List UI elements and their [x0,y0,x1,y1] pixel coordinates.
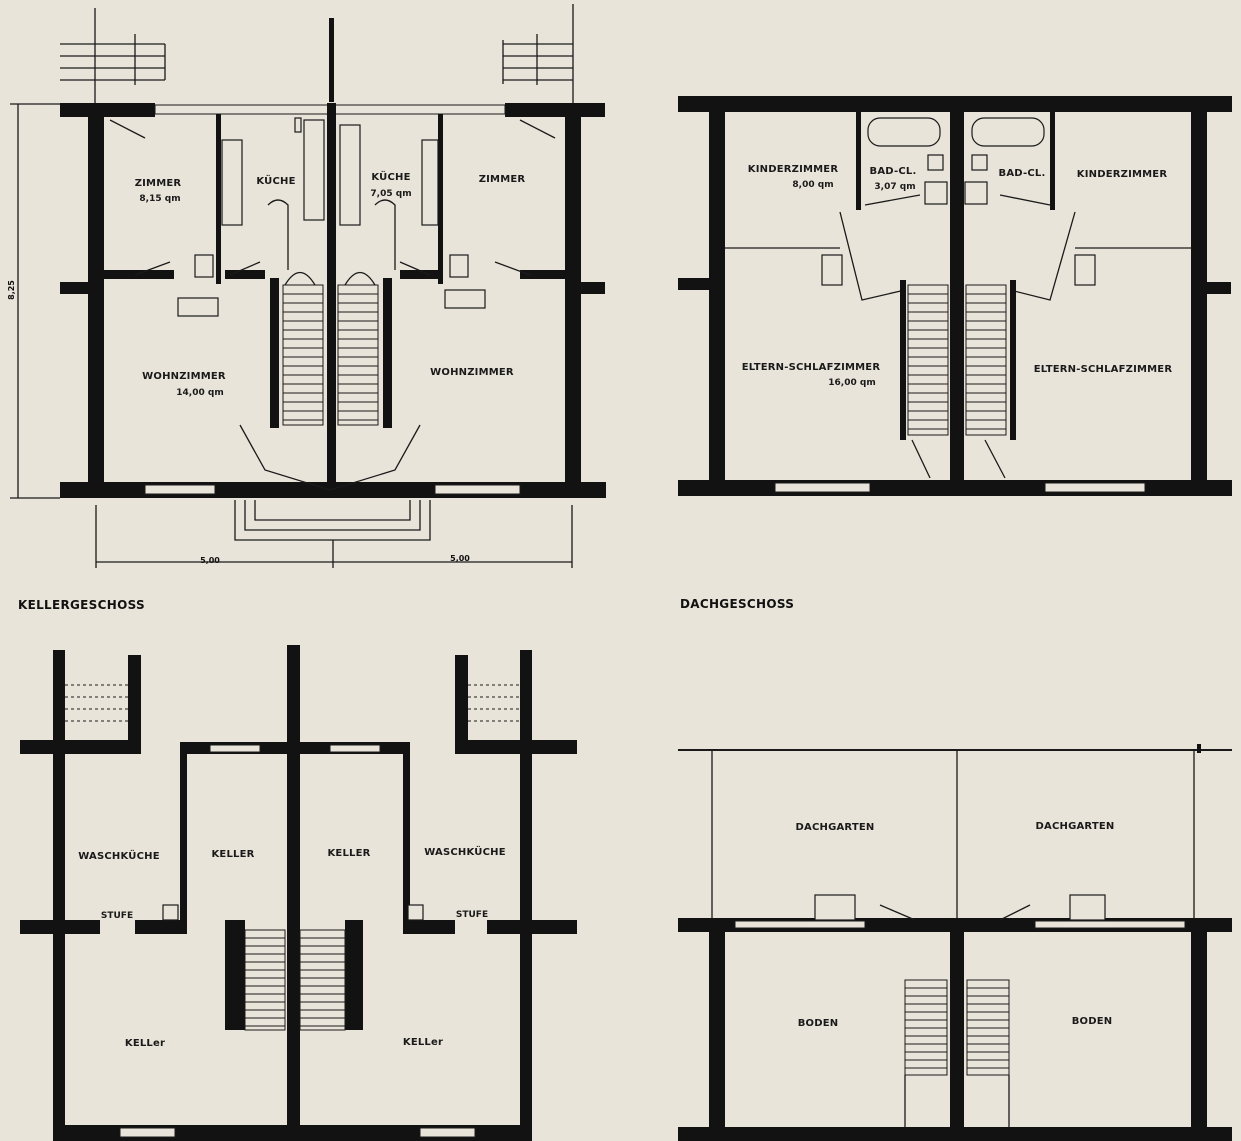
room-area-eltern-left: 16,00 qm [828,378,875,388]
gf-wall-top-left [60,103,155,117]
room-label-zimmer-right: ZIMMER [479,174,526,185]
room-area-kueche-right: 7,05 qm [370,189,411,199]
room-label-kueche-left: KÜCHE [256,173,295,187]
roof-plan: DACHGARTEN DACHGARTEN BODEN BODEN [678,744,1232,1141]
room-label-keller-big-left: KELLer [125,1038,165,1049]
room-label-waschkueche-right: WASCHKÜCHE [424,844,505,858]
room-label-dachgarten-right: DACHGARTEN [1036,821,1115,832]
ground-floor-plan: ZIMMER 8,15 qm KÜCHE KÜCHE 7,05 qm ZIMME… [7,4,606,568]
upper-floor-plan: KINDERZIMMER 8,00 qm BAD-CL. 3,07 qm BAD… [678,96,1232,496]
room-area-wohnzimmer-left: 14,00 qm [176,388,223,398]
room-label-boden-left: BODEN [798,1018,839,1029]
room-label-kinderzimmer-right: KINDERZIMMER [1077,169,1168,180]
dimension-depth: 8,25 [7,280,16,300]
room-area-bad-left: 3,07 qm [874,182,915,192]
room-label-wohnzimmer-right: WOHNZIMMER [430,367,514,378]
room-label-waschkueche-left: WASCHKÜCHE [78,848,159,862]
label-stufe-left: STUFE [101,911,133,921]
room-label-kueche-right: KÜCHE [371,169,410,183]
room-label-wohnzimmer-left: WOHNZIMMER [142,371,226,382]
title-dachgeschoss: DACHGESCHOSS [680,597,794,611]
basement-plan: WASCHKÜCHE KELLER KELLER WASCHKÜCHE STUF… [20,645,577,1141]
gf-stairs [282,284,379,426]
room-label-keller-big-right: KELLer [403,1037,443,1048]
room-label-keller-1: KELLER [211,849,254,860]
label-stufe-right: STUFE [456,910,488,920]
room-label-keller-2: KELLER [327,848,370,859]
room-label-eltern-right: ELTERN-SCHLAFZIMMER [1034,364,1173,375]
room-label-kinderzimmer-left: KINDERZIMMER [748,164,839,175]
balcony-railing-right [502,4,574,104]
dimension-width-left: 5,00 [200,556,220,565]
title-kellergeschoss: KELLERGESCHOSS [18,598,145,612]
balcony-railing-left [60,8,166,104]
room-label-dachgarten-left: DACHGARTEN [796,822,875,833]
room-area-kinderzimmer-left: 8,00 qm [792,180,833,190]
room-area-zimmer-left: 8,15 qm [139,194,180,204]
room-label-bad-right: BAD-CL. [999,168,1046,179]
room-label-eltern-left: ELTERN-SCHLAFZIMMER [742,362,881,373]
room-label-boden-right: BODEN [1072,1016,1113,1027]
room-label-bad-left: BAD-CL. [870,166,917,177]
room-label-zimmer-left: ZIMMER [135,178,182,189]
dimension-width-right: 5,00 [450,554,470,563]
